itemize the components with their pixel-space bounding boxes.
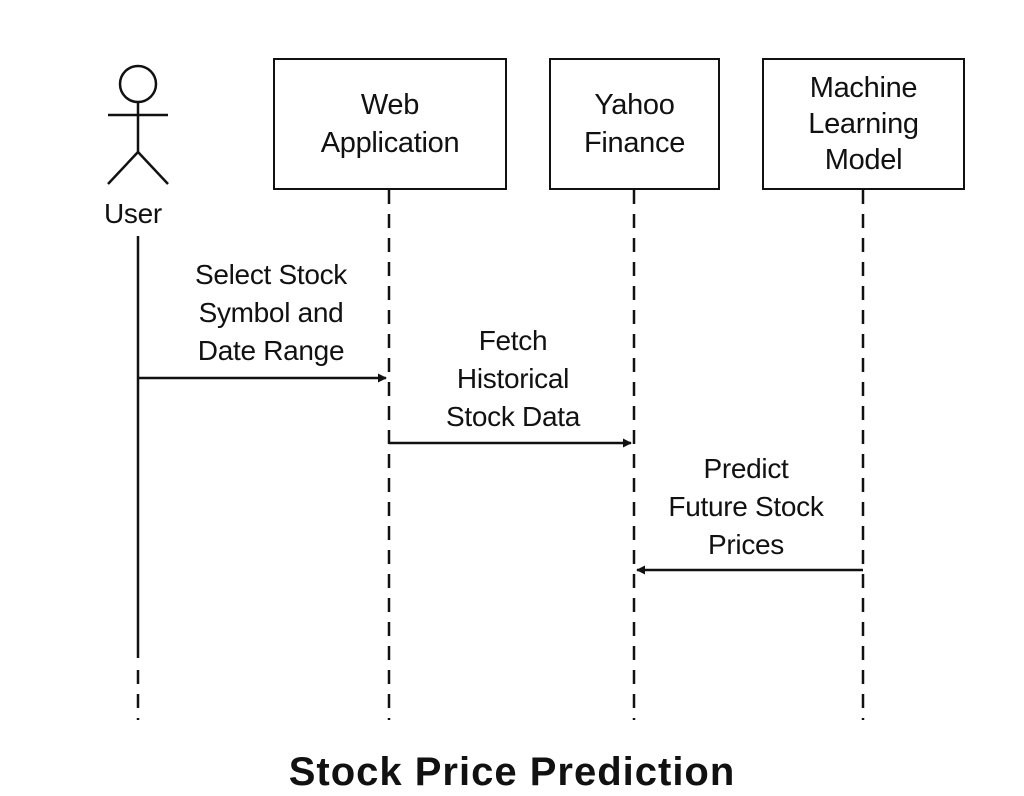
actor-right-leg <box>137 151 169 185</box>
actor-head <box>118 64 158 104</box>
yahoo-finance-box: Yahoo Finance <box>549 58 720 190</box>
message-label-fetch-data: Fetch Historical Stock Data <box>446 325 580 432</box>
machine-learning-model-label: Machine Learning Model <box>808 72 919 176</box>
sequence-diagram <box>107 64 865 720</box>
web-application-label: Web Application <box>320 89 460 159</box>
user-actor-label: User <box>104 198 162 229</box>
message-label-select-stock: Select Stock Symbol and Date Range <box>194 259 348 366</box>
yahoo-finance-label: Yahoo Finance <box>583 89 686 159</box>
actor-left-leg <box>107 151 139 185</box>
web-application-box: Web Application <box>273 58 507 190</box>
diagram-title: Stock Price Prediction <box>288 750 736 794</box>
message-label-predict-prices: Predict Future Stock Prices <box>668 453 824 560</box>
user-actor-icon <box>107 64 169 185</box>
machine-learning-model-box: Machine Learning Model <box>762 58 965 190</box>
